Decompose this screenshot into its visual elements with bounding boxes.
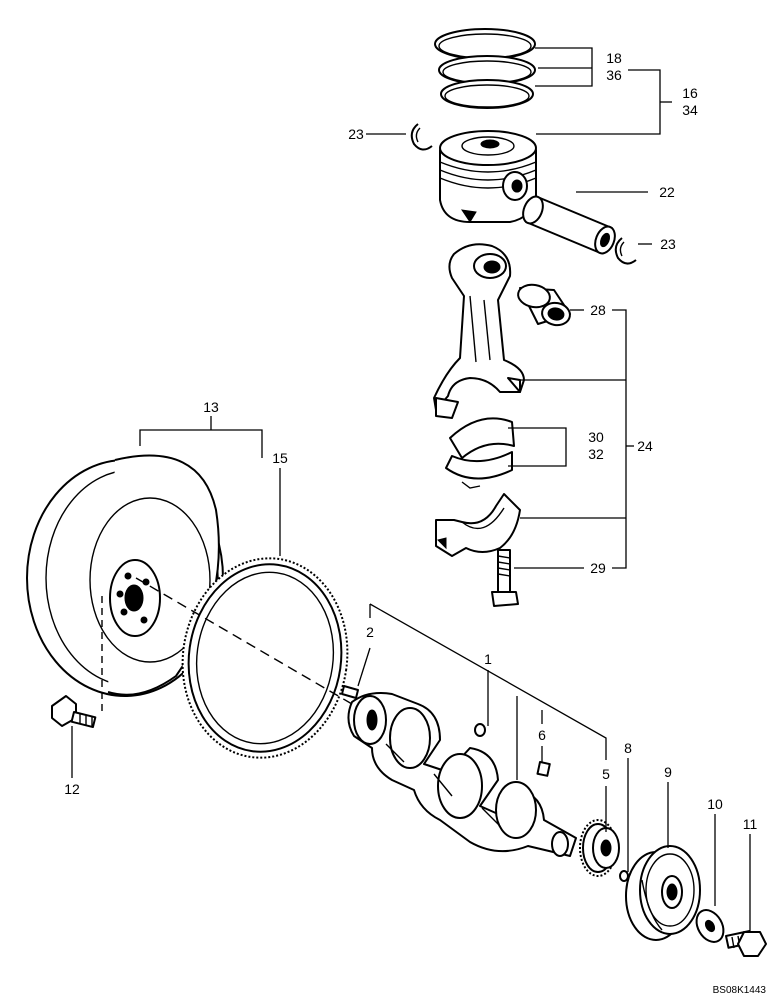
callout-23-left: 23 — [348, 126, 364, 142]
callout-1: 1 — [484, 651, 492, 667]
piston-pin — [522, 195, 616, 255]
callout-22: 22 — [659, 184, 675, 200]
callout-16: 16 — [682, 85, 698, 101]
connecting-rod — [433, 243, 525, 419]
callout-15: 15 — [272, 450, 288, 466]
callout-9: 9 — [664, 764, 672, 780]
callout-23-right: 23 — [660, 236, 676, 252]
callout-29: 29 — [590, 560, 606, 576]
callout-18: 18 — [606, 50, 622, 66]
crank-pulley — [625, 845, 701, 941]
piston — [439, 130, 537, 223]
small-end-bushing — [517, 283, 571, 327]
bearing-shell-upper — [445, 417, 515, 489]
callout-24: 24 — [637, 438, 653, 454]
thrust-washer — [474, 723, 486, 737]
callout-10: 10 — [707, 796, 723, 812]
callout-12: 12 — [64, 781, 80, 797]
snap-ring-right — [614, 237, 637, 265]
callout-labels: 18 36 16 34 23 22 23 28 30 32 24 29 13 1… — [64, 50, 766, 996]
crankshaft — [347, 692, 577, 857]
crank-gear — [579, 819, 620, 877]
callout-36: 36 — [606, 67, 622, 83]
callout-32: 32 — [588, 446, 604, 462]
o-ring — [619, 870, 629, 882]
snap-ring-left — [410, 123, 433, 151]
callout-8: 8 — [624, 740, 632, 756]
callout-11: 11 — [743, 816, 758, 832]
figure-code: BS08K1443 — [713, 985, 767, 996]
rod-bolt — [491, 549, 519, 607]
callout-2: 2 — [366, 624, 374, 640]
callout-6: 6 — [538, 727, 546, 743]
pulley-bolt — [724, 930, 767, 957]
flywheel — [26, 454, 224, 712]
woodruff-key — [536, 761, 551, 777]
callout-34: 34 — [682, 102, 698, 118]
leader-lines — [71, 47, 751, 932]
callout-5: 5 — [602, 766, 610, 782]
callout-30: 30 — [588, 429, 604, 445]
flywheel-bolt — [51, 695, 97, 729]
piston-rings — [434, 28, 536, 109]
dowel-pin — [341, 685, 359, 699]
callout-13: 13 — [203, 399, 219, 415]
callout-28: 28 — [590, 302, 606, 318]
ring-gear — [181, 557, 349, 759]
washer — [695, 909, 725, 943]
rod-cap — [435, 493, 521, 557]
